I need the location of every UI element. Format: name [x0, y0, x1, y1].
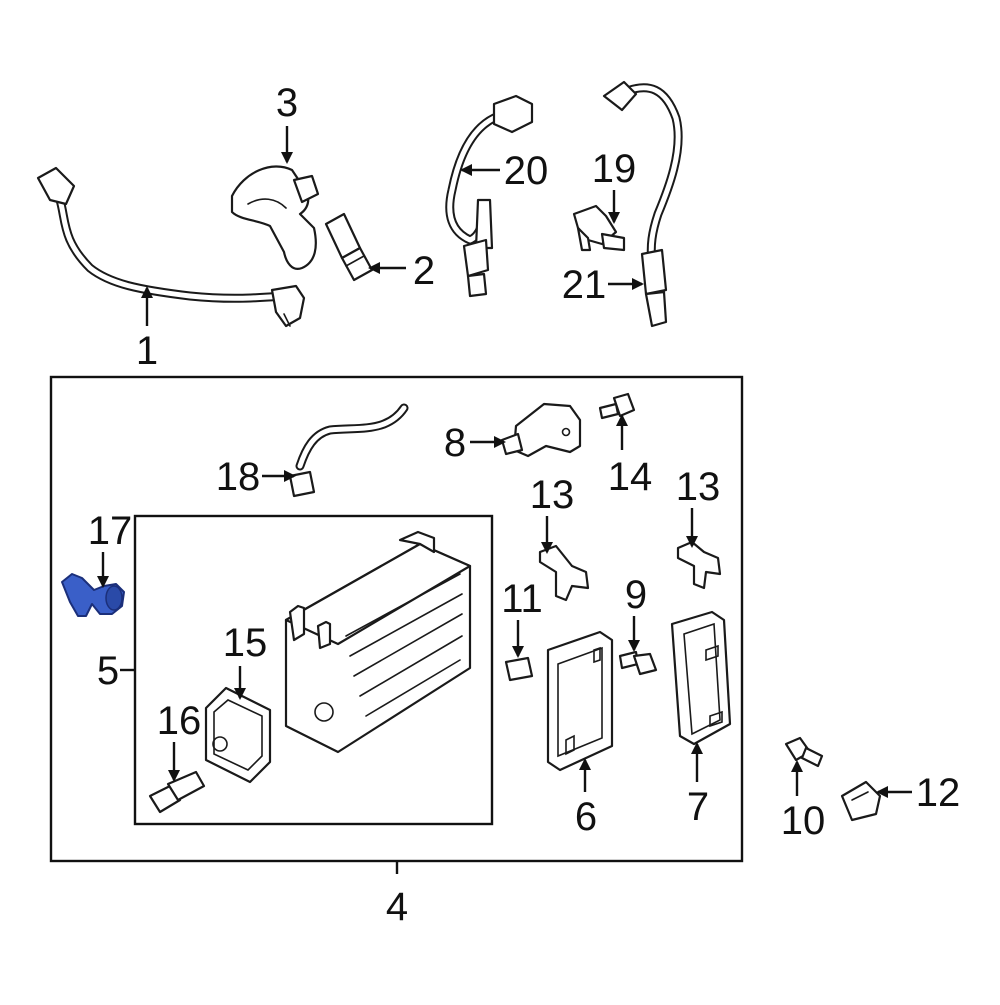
part-20-oxygen-sensor[interactable] — [445, 94, 534, 298]
callout-6: 6 — [575, 795, 597, 839]
control-module[interactable] — [204, 686, 272, 784]
part-1-sensor-harness[interactable] — [36, 166, 306, 328]
callout-13-a: 13 — [530, 473, 575, 517]
part-6-mounting-plate[interactable] — [546, 630, 614, 772]
callout-19: 19 — [592, 147, 637, 191]
callout-8: 8 — [444, 421, 466, 465]
part-8-bracket[interactable] — [500, 402, 582, 458]
callout-1: 1 — [136, 329, 158, 373]
callout-7: 7 — [687, 785, 709, 829]
part-2-sensor[interactable] — [324, 212, 374, 282]
part-21-oxygen-sensor[interactable] — [602, 80, 683, 328]
callout-labels: 1 2 3 4 5 6 7 8 9 10 11 12 13 13 14 15 1… — [88, 81, 961, 929]
callout-14: 14 — [608, 455, 653, 499]
part-3-hose[interactable] — [230, 165, 320, 270]
callout-9: 9 — [625, 573, 647, 617]
part-14-bolt[interactable] — [598, 392, 636, 420]
callout-5: 5 — [97, 649, 119, 693]
part-13-clip-a[interactable] — [538, 544, 590, 602]
callout-15: 15 — [223, 621, 268, 665]
part-10-bolt[interactable] — [784, 736, 824, 768]
callout-18: 18 — [216, 455, 261, 499]
part-9-bolt[interactable] — [618, 650, 658, 676]
part-13-clip-b[interactable] — [676, 540, 722, 590]
callout-20: 20 — [504, 149, 549, 193]
part-18-vent-tube[interactable] — [288, 403, 409, 498]
part-17-purge-valve-highlighted[interactable] — [61, 573, 125, 617]
callout-21: 21 — [562, 263, 607, 307]
callout-11: 11 — [501, 577, 543, 621]
callout-13-b: 13 — [676, 465, 721, 509]
callout-3: 3 — [276, 81, 298, 125]
part-11-pad[interactable] — [504, 656, 534, 682]
callout-2: 2 — [413, 249, 435, 293]
callout-12: 12 — [916, 771, 961, 815]
callout-17: 17 — [88, 509, 133, 553]
part-15-canister[interactable] — [284, 530, 472, 754]
callout-10: 10 — [781, 799, 826, 843]
part-19-valve[interactable] — [572, 204, 626, 252]
callout-4: 4 — [386, 885, 408, 929]
leader-lines — [97, 126, 912, 874]
part-16-solenoid[interactable] — [148, 770, 206, 814]
callout-16: 16 — [157, 699, 202, 743]
part-7-shield[interactable] — [670, 610, 732, 746]
part-12-nut[interactable] — [840, 780, 882, 822]
